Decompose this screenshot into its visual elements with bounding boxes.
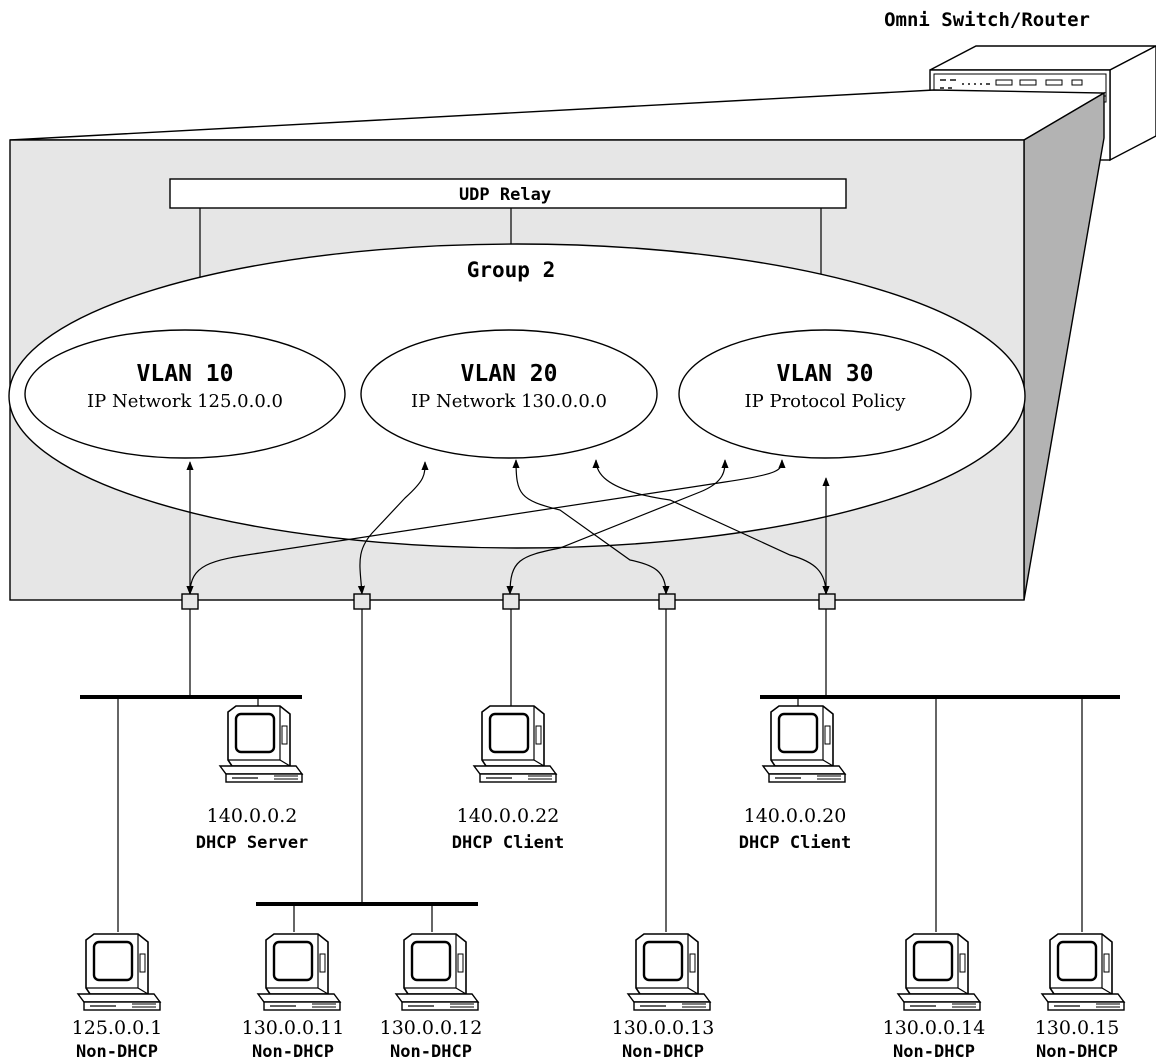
host-ip: 130.0.0.12 [380,1017,483,1039]
host-non-dhcp-2: 130.0.0.11 Non-DHCP [242,932,345,1059]
udp-relay-label: UDP Relay [459,185,551,205]
host-role: Non-DHCP [76,1042,158,1059]
host-role: Non-DHCP [893,1042,975,1059]
ports [181,593,836,610]
cabling [80,609,1120,932]
host-role: Non-DHCP [252,1042,334,1059]
vlan-20-desc: IP Network 130.0.0.0 [411,391,607,412]
host-ip: 130.0.15 [1035,1017,1120,1039]
host-role: Non-DHCP [622,1042,704,1059]
vlan-30-desc: IP Protocol Policy [745,391,907,412]
port-4 [658,593,676,610]
host-ip: 130.0.0.14 [883,1017,986,1039]
host-ip: 130.0.0.11 [242,1017,345,1039]
host-ip: 140.0.0.22 [457,805,560,827]
vlan-10-name: VLAN 10 [137,361,234,387]
device-title: Omni Switch/Router [884,9,1090,31]
host-non-dhcp-4: 130.0.0.13 Non-DHCP [612,932,715,1059]
computer-icon [394,932,480,1012]
host-non-dhcp-5: 130.0.0.14 Non-DHCP [883,932,986,1059]
host-role: Non-DHCP [1036,1042,1118,1059]
vlan-20: VLAN 20 IP Network 130.0.0.0 [360,329,658,459]
vlan-30-name: VLAN 30 [777,361,874,387]
host-non-dhcp-3: 130.0.0.12 Non-DHCP [380,932,483,1059]
computer-icon [76,932,162,1012]
host-dhcp-client-2: 140.0.0.20 DHCP Client [739,704,852,853]
host-dhcp-client-1: 140.0.0.22 DHCP Client [452,704,565,853]
vlan-port-arrows [186,459,830,595]
port-2 [353,593,371,610]
computer-icon [1040,932,1126,1012]
computer-icon [896,932,982,1012]
udp-relay: UDP Relay [169,178,847,342]
host-non-dhcp-6: 130.0.15 Non-DHCP [1035,932,1126,1059]
computer-icon [626,932,712,1012]
host-role: DHCP Client [452,833,565,853]
host-role: DHCP Server [196,833,309,853]
host-ip: 140.0.0.2 [207,805,298,827]
host-non-dhcp-1: 125.0.0.1 Non-DHCP [72,932,163,1059]
arrow-port2-vlan20 [357,461,429,595]
port-5 [818,593,836,610]
host-dhcp-server: 140.0.0.2 DHCP Server [196,704,309,853]
vlan-30: VLAN 30 IP Protocol Policy [678,329,972,459]
computer-icon [472,704,558,784]
host-ip: 140.0.0.20 [744,805,847,827]
computer-icon [218,704,304,784]
computer-icon [761,704,847,784]
vlan-10-desc: IP Network 125.0.0.0 [87,391,283,412]
host-ip: 125.0.0.1 [72,1017,163,1039]
vlan-10: VLAN 10 IP Network 125.0.0.0 [24,329,346,459]
arrow-port5-vlan20 [592,459,830,595]
host-ip: 130.0.0.13 [612,1017,715,1039]
host-role: Non-DHCP [390,1042,472,1059]
port-1 [181,593,199,610]
computer-icon [256,932,342,1012]
vlan-20-name: VLAN 20 [461,361,558,387]
group-label: Group 2 [467,258,556,282]
port-3 [502,593,520,610]
host-role: DHCP Client [739,833,852,853]
